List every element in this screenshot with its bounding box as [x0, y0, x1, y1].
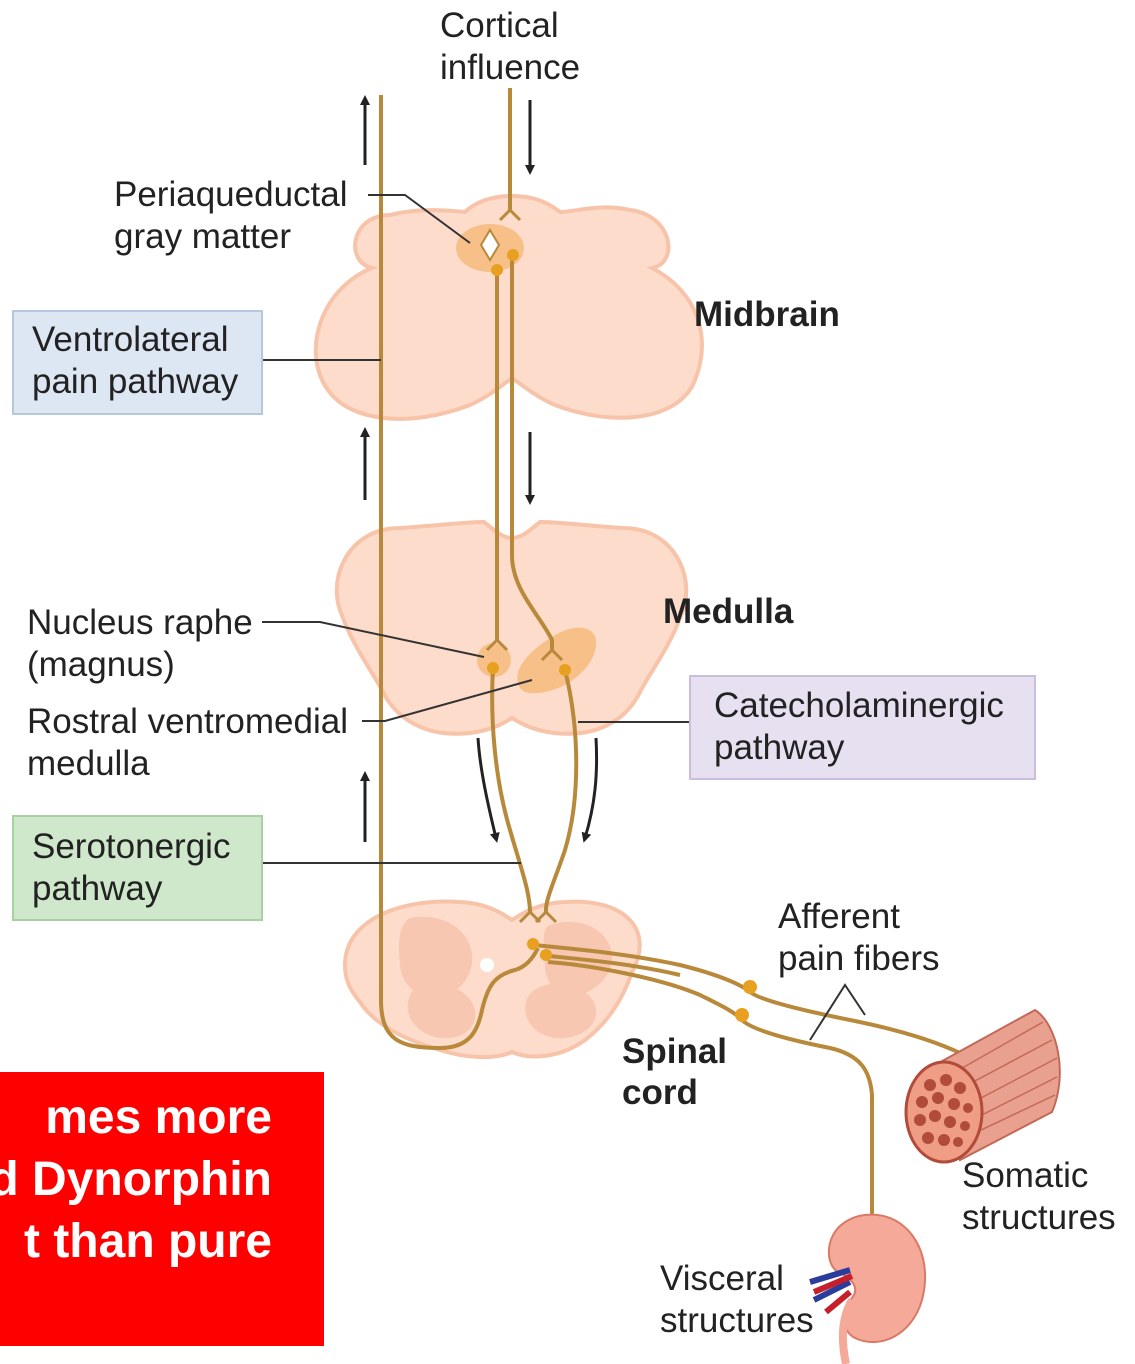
- serotonergic-label: pathway: [32, 869, 163, 908]
- synapse-dot: [559, 664, 571, 676]
- spinal-cord-label: Spinal: [622, 1032, 727, 1071]
- rostral-ventromedial-label: medulla: [27, 744, 150, 783]
- afferent-pain-fibers-label: pain fibers: [778, 939, 939, 978]
- periaqueductal-label: gray matter: [114, 217, 291, 256]
- somatic-structures-label: structures: [962, 1198, 1116, 1237]
- synapse-dot: [507, 249, 519, 261]
- midbrain-label: Midbrain: [694, 295, 840, 334]
- periaqueductal-label: Periaqueductal: [114, 175, 348, 214]
- cortical-influence-label: influence: [440, 48, 580, 87]
- nucleus-raphe-label: Nucleus raphe: [27, 603, 253, 642]
- ventrolateral-label: pain pathway: [32, 362, 239, 401]
- catecholaminergic-label: Catecholaminergic: [714, 686, 1004, 725]
- midbrain-section: [316, 196, 702, 419]
- visceral-structures-label: structures: [660, 1301, 814, 1340]
- synapse-dot: [735, 1008, 749, 1022]
- visceral-structures-label: Visceral: [660, 1259, 784, 1298]
- catecholaminergic-label: pathway: [714, 728, 845, 767]
- synapse-dot: [527, 938, 539, 950]
- central-canal: [480, 958, 494, 972]
- afferent-pain-fibers-label: Afferent: [778, 897, 900, 936]
- synapse-dot: [540, 949, 552, 961]
- overlay-text-line: mes more: [45, 1090, 272, 1146]
- muscle-icon: [906, 1010, 1060, 1162]
- rostral-ventromedial-label: Rostral ventromedial: [27, 702, 348, 741]
- synapse-dot: [743, 980, 757, 994]
- nucleus-raphe-label: (magnus): [27, 645, 175, 684]
- descending-curved-arrow-icon: [585, 738, 597, 838]
- overlay-text-line: t than pure: [24, 1214, 272, 1270]
- kidney-icon: [810, 1215, 925, 1364]
- somatic-structures-label: Somatic: [962, 1156, 1088, 1195]
- spinal-cord-label: cord: [622, 1073, 698, 1112]
- serotonergic-label: Serotonergic: [32, 827, 230, 866]
- synapse-dot: [487, 662, 499, 674]
- synapse-dot: [491, 264, 503, 276]
- cortical-influence-label: Cortical: [440, 6, 559, 45]
- ventrolateral-label: Ventrolateral: [32, 320, 229, 359]
- overlay-text-line: d Dynorphin: [0, 1152, 272, 1208]
- overlay-callout-box: mes more d Dynorphin t than pure: [0, 1072, 324, 1346]
- medulla-label: Medulla: [663, 592, 794, 631]
